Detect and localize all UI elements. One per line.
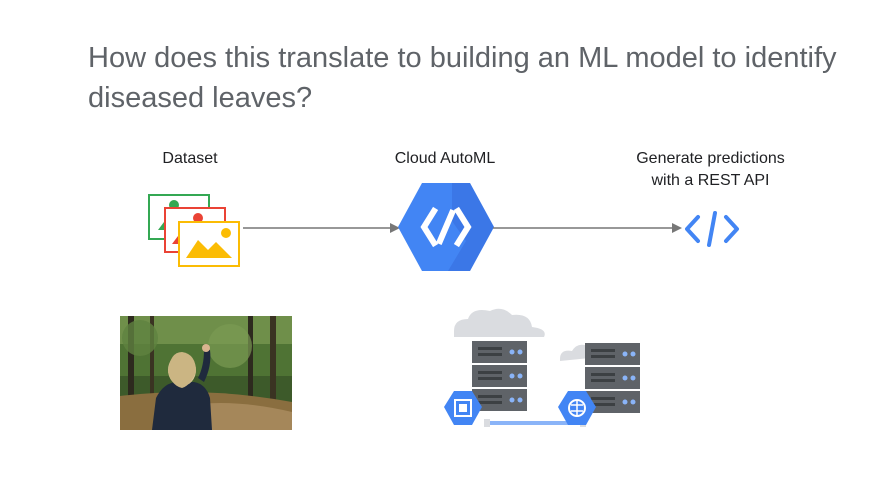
arrow-automl-to-api [493, 223, 682, 233]
dataset-label: Dataset [162, 150, 218, 167]
code-brackets-icon [685, 211, 739, 247]
image-stack-icon [148, 194, 240, 267]
cloud-automl-label: Cloud AutoML [394, 150, 496, 167]
predictions-label: Generate predictions with a REST API [636, 150, 785, 189]
photo-person-forest [120, 316, 292, 430]
slide-title: How does this translate to building an M… [88, 42, 837, 114]
cloud-automl-icon [398, 183, 494, 271]
server-rack-icon [444, 308, 640, 427]
arrow-dataset-to-automl [243, 223, 400, 233]
